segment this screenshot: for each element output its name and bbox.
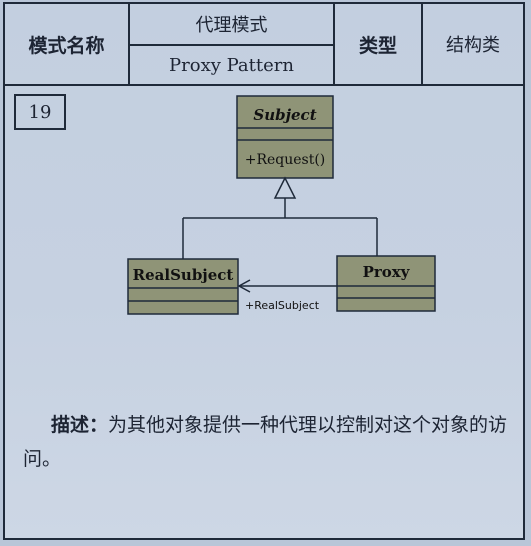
- pattern-name-label: 模式名称: [28, 34, 105, 57]
- description: 描述：为其他对象提供一种代理以控制对这个对象的访问。: [23, 408, 513, 476]
- pattern-name-en: Proxy Pattern: [169, 54, 294, 76]
- pattern-name-zh: 代理模式: [195, 15, 268, 36]
- subject-operation: +Request(): [245, 152, 326, 168]
- description-text: 为其他对象提供一种代理以控制对这个对象的访问。: [23, 414, 508, 470]
- generalization-arrow-head: [273, 176, 297, 199]
- association-label: +RealSubject: [245, 299, 320, 312]
- type-label: 类型: [358, 34, 397, 57]
- association-arrow-head: [237, 279, 251, 293]
- type-value: 结构类: [446, 35, 500, 56]
- uml-class-diagram: Subject +Request() RealSubject Proxy: [127, 95, 436, 315]
- real-subject-class-name: RealSubject: [133, 266, 234, 284]
- pattern-number: 19: [14, 94, 66, 130]
- pattern-card: 模式名称 代理模式 Proxy Pattern 类型 结构类 19 Subjec…: [3, 2, 525, 540]
- association-connector: +RealSubject: [237, 279, 337, 312]
- proxy-class-name: Proxy: [363, 263, 411, 281]
- inheritance-connector: [182, 176, 378, 259]
- header-table: 模式名称 代理模式 Proxy Pattern 类型 结构类: [5, 4, 523, 86]
- divider: [128, 4, 130, 84]
- proxy-class: Proxy: [336, 255, 436, 312]
- real-subject-class: RealSubject: [127, 258, 239, 315]
- subject-class: Subject +Request(): [236, 95, 334, 179]
- divider: [333, 4, 335, 84]
- description-label: 描述：: [51, 414, 109, 436]
- divider: [421, 4, 423, 84]
- divider: [130, 44, 333, 46]
- subject-class-name: Subject: [253, 106, 316, 124]
